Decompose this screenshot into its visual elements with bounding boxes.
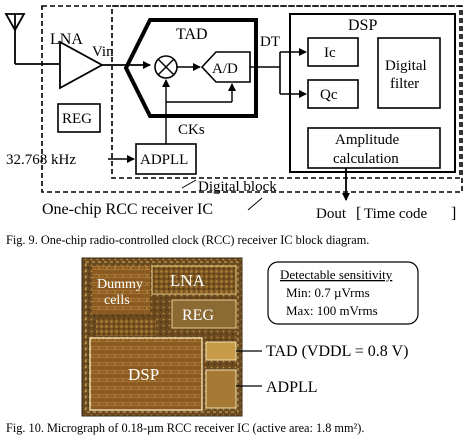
max-line: Max: 100 mVrms	[286, 303, 378, 318]
dout-label: Dout	[316, 206, 347, 222]
lna-label: LNA	[50, 31, 83, 48]
tad-block	[123, 18, 258, 118]
digital-filter-line1: Digital	[385, 58, 427, 74]
reg-region	[171, 299, 237, 329]
lna-amplifier	[59, 40, 104, 90]
amplitude-line1: Amplitude	[335, 132, 400, 148]
time-code-bracket-close: ]	[451, 205, 456, 222]
qc-block	[307, 79, 359, 109]
vin-label: Vin	[92, 44, 114, 60]
time-code-bracket-open: [	[356, 205, 361, 222]
dsp-region	[89, 337, 203, 411]
lna-region	[151, 265, 237, 295]
block-diagram: LNA Vin TAD A/D CKs DT DSP Ic	[4, 5, 463, 222]
chip-boundary	[41, 5, 463, 193]
chip-micrograph: Dummy cells LNA REG DSP	[81, 257, 243, 417]
micro-lna-label: LNA	[170, 271, 206, 290]
time-code-label: Time code	[364, 206, 428, 222]
digital-block-label: Digital block	[198, 179, 277, 195]
freq-label: 32.768 kHz	[6, 152, 76, 168]
cks-label: CKs	[178, 122, 205, 138]
qc-label: Qc	[320, 87, 338, 103]
dt-label: DT	[260, 34, 280, 50]
adpll-label: ADPLL	[140, 152, 188, 168]
dummy-line1: Dummy	[97, 277, 143, 292]
amplitude-line2: calculation	[333, 151, 399, 167]
mixer-icon	[154, 55, 178, 79]
chip-label: One-chip RCC receiver IC	[42, 201, 213, 218]
digital-filter-block	[377, 37, 441, 109]
micro-dsp-label: DSP	[128, 365, 159, 384]
adpll-callout: ADPLL	[266, 379, 318, 396]
adpll-region	[205, 369, 237, 409]
digital-filter-line2: filter	[390, 76, 419, 92]
dsp-label: DSP	[348, 17, 377, 34]
min-line: Min: 0.7 µVrms	[286, 285, 370, 300]
tad-callout: TAD (VDDL = 0.8 V)	[266, 343, 408, 360]
ic-block	[307, 37, 359, 67]
fig10-caption: Fig. 10. Micrograph of 0.18-µm RCC recei…	[6, 421, 364, 435]
tad-region	[205, 341, 237, 361]
dsp-block	[289, 13, 456, 173]
reg-label: REG	[62, 111, 92, 127]
antenna-icon	[4, 13, 60, 65]
reg-block	[57, 103, 101, 133]
sensitivity-title: Detectable sensitivity	[280, 267, 393, 282]
fig9-caption: Fig. 9. One-chip radio-controlled clock …	[6, 233, 369, 247]
digital-block-boundary	[111, 5, 461, 179]
ic-label: Ic	[324, 45, 336, 61]
dummy-line2: cells	[104, 293, 130, 308]
dummy-cells-region	[92, 266, 150, 314]
amplitude-block	[307, 127, 441, 169]
micro-reg-label: REG	[182, 307, 214, 324]
tad-label: TAD	[176, 26, 208, 43]
sensitivity-box	[267, 261, 419, 325]
ad-label: A/D	[212, 61, 238, 77]
